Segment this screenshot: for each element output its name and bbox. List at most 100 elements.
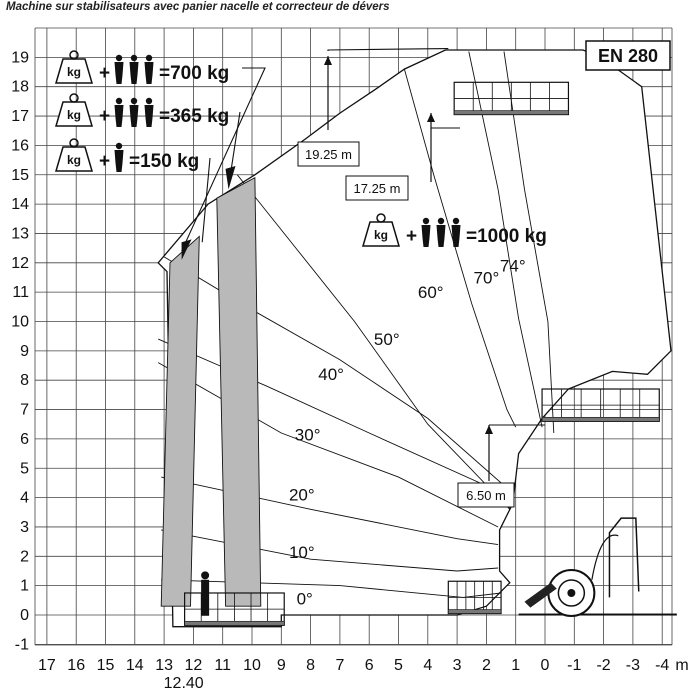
person-icon [130, 54, 138, 62]
basket-0deg [184, 592, 285, 626]
machine-drawing [518, 517, 677, 617]
x-tick-label: -3 [626, 657, 640, 674]
ground-line [518, 613, 677, 616]
height-markers: 19.25 m17.25 m6.50 m [297, 47, 545, 508]
y-tick-label: 12 [11, 255, 29, 272]
weight-icon [376, 213, 386, 223]
x-tick-label: 9 [277, 657, 286, 674]
stabiliser [524, 582, 557, 608]
x-unit-label: m [675, 657, 688, 674]
x-tick-label: 11 [214, 657, 231, 674]
weight-label: kg [67, 108, 81, 122]
y-tick-label: 6 [20, 431, 29, 448]
basket-drawings [184, 81, 660, 626]
load-label: =1000 kg [466, 226, 547, 247]
load-label: =700 kg [159, 63, 229, 84]
weight-icon [362, 221, 400, 247]
y-tick-label: 15 [11, 167, 29, 184]
y-tick-label: 3 [20, 519, 29, 536]
weight-icon [55, 146, 93, 172]
person-icon [130, 97, 138, 105]
person-figure [201, 571, 210, 580]
basket-mid [541, 388, 660, 422]
height-arrow-head [427, 113, 435, 122]
height-label: 17.25 m [354, 181, 401, 196]
height-leader [327, 47, 449, 51]
weight-icon [69, 50, 79, 60]
x-tick-label: 16 [67, 657, 85, 674]
boom-angle-label: 10° [289, 543, 315, 562]
x-tick-label: 17 [38, 657, 56, 674]
x-tick-label: 3 [453, 657, 462, 674]
x-extra-label: 12.40 [164, 675, 204, 692]
basket-floor [184, 620, 285, 626]
y-tick-label: 5 [20, 460, 29, 477]
wheel-axle [567, 588, 576, 597]
height-box [297, 141, 360, 167]
x-tick-label: 6 [365, 657, 374, 674]
person-icon [129, 105, 139, 127]
person-icon [451, 225, 461, 247]
x-tick-label: 14 [126, 657, 144, 674]
person-icon [436, 225, 446, 247]
height-box [457, 482, 515, 508]
load-label: =150 kg [129, 151, 199, 172]
weight-icon [55, 58, 93, 84]
height-box [345, 175, 409, 201]
y-tick-label: 8 [20, 372, 29, 389]
boom-angle-label: 74° [500, 257, 526, 276]
person-icon [437, 217, 445, 225]
load-bands [160, 67, 266, 607]
standard-label: EN 280 [598, 46, 658, 66]
load-label: =365 kg [159, 106, 229, 127]
x-tick-label: 1 [511, 657, 520, 674]
person-icon [145, 97, 153, 105]
person-icon [144, 62, 154, 84]
cab-window [591, 534, 619, 580]
y-tick-label: 14 [11, 196, 29, 213]
basket-floor [453, 110, 569, 115]
person-icon [114, 150, 124, 172]
leader-line [201, 157, 211, 243]
person-icon [129, 62, 139, 84]
x-tick-label: 4 [423, 657, 432, 674]
weight-label: kg [67, 153, 81, 167]
boom-angle-line [157, 362, 499, 528]
arrow-head [225, 165, 236, 190]
person-icon [115, 142, 123, 150]
person-icon [114, 105, 124, 127]
standard-box [585, 40, 671, 71]
boom-angle-label: 0° [297, 590, 313, 609]
basket-top [453, 81, 570, 116]
boom-angle-line [403, 68, 517, 428]
plus-sign: + [406, 226, 417, 247]
y-tick-label: 0 [20, 607, 29, 624]
leader-line [181, 67, 266, 252]
plus-sign: + [99, 63, 110, 84]
boom-angle-line [236, 174, 511, 510]
y-tick-label: 18 [11, 79, 29, 96]
x-tick-label: 15 [97, 657, 115, 674]
arrow-head [181, 239, 192, 260]
x-tick-label: -2 [596, 657, 610, 674]
x-tick-label: 0 [541, 657, 550, 674]
person-icon [145, 54, 153, 62]
weight-label: kg [374, 228, 388, 242]
boom-angle-label: 20° [289, 486, 315, 505]
basket-floor [541, 416, 660, 422]
boom-angle-label: 70° [474, 268, 500, 287]
weight-label: kg [67, 65, 81, 79]
boom-angle-line [468, 51, 543, 428]
x-tick-label: 13 [155, 657, 173, 674]
y-tick-label: 17 [11, 108, 29, 125]
y-tick-label: 10 [11, 314, 29, 331]
person-icon [421, 225, 431, 247]
x-tick-label: 5 [394, 657, 403, 674]
x-tick-label: 12 [185, 657, 203, 674]
person-icon [115, 54, 123, 62]
chart-title: Machine sur stabilisateurs avec panier n… [6, 1, 390, 13]
x-tick-label: 8 [306, 657, 315, 674]
